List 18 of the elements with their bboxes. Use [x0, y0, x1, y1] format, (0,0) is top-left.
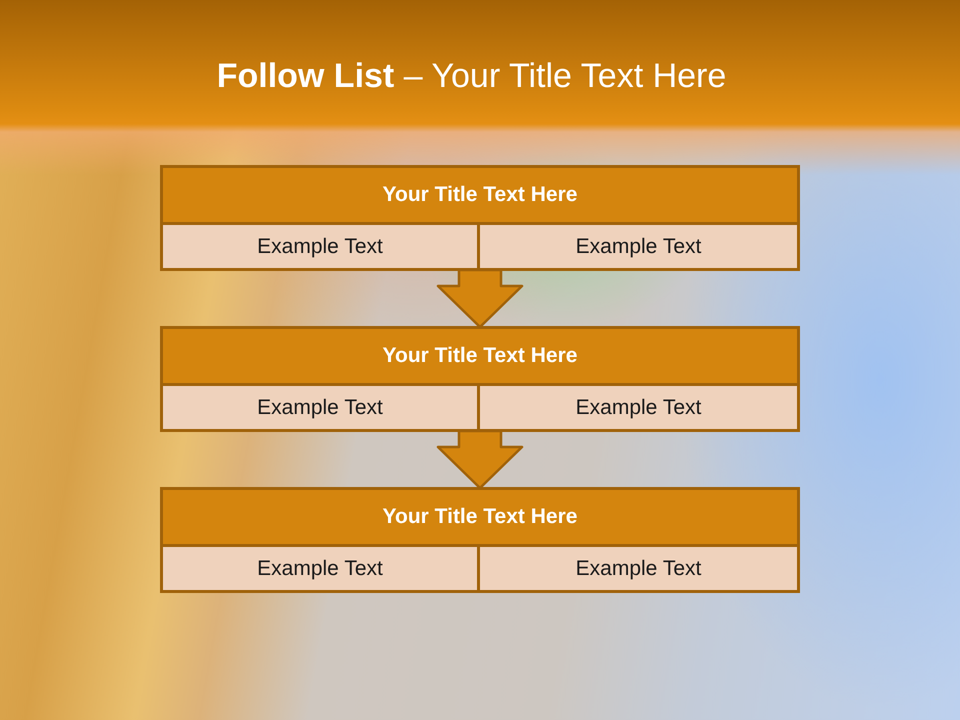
list-group-box: [160, 487, 800, 593]
group-title-bar: Your Title Text Here: [163, 490, 797, 544]
block-arrow: [436, 430, 524, 490]
group-title-bar: Your Title Text Here: [163, 329, 797, 383]
cell-text: Example Text: [257, 234, 383, 258]
cell-text: Example Text: [576, 234, 702, 258]
list-cell: [163, 222, 480, 268]
group-title-bar: Your Title Text Here: [163, 168, 797, 222]
slide-title: Follow List – Your Title Text Here: [216, 56, 726, 97]
cell-text: Example Text: [576, 556, 702, 580]
list-group-box: [160, 326, 800, 432]
block-arrow: [436, 268, 524, 328]
list-cell: [163, 544, 480, 590]
list-cell: [163, 383, 480, 429]
list-group-box: [160, 165, 800, 271]
cell-text: Example Text: [576, 396, 702, 420]
cell-text: Example Text: [257, 396, 383, 420]
cell-text: Example Text: [257, 556, 383, 580]
